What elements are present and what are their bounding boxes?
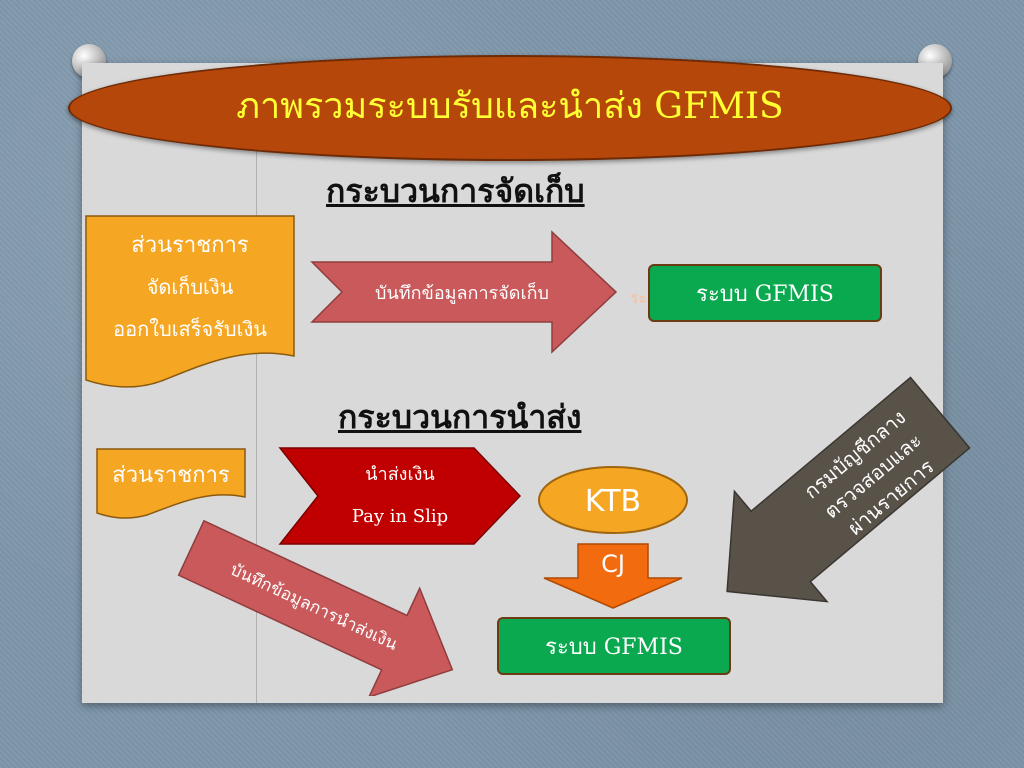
- remit-chevron: นำส่งเงิน Pay in Slip: [278, 447, 522, 545]
- page-title: ภาพรวมระบบรับและนำส่ง GFMIS: [236, 85, 784, 127]
- collection-gfmis-box: ระบบ GFMIS: [648, 264, 882, 322]
- collection-arrow-label: บันทึกข้อมูลการจัดเก็บ: [375, 281, 549, 304]
- divider-line: [256, 150, 257, 703]
- ktb-oval: KTB: [538, 466, 688, 534]
- remittance-gfmis-box: ระบบ GFMIS: [497, 617, 731, 675]
- remit-line-1: นำส่งเงิน: [365, 464, 434, 485]
- collection-heading: กระบวนการจัดเก็บ: [326, 172, 585, 210]
- collection-agency-box: ส่วนราชการ จัดเก็บเงิน ออกใบเสร็จรับเงิน: [85, 215, 295, 388]
- collection-hidden-text: ระ: [630, 288, 648, 307]
- remittance-agency-label: ส่วนราชการ: [112, 463, 230, 488]
- collection-agency-line-2: จัดเก็บเงิน: [147, 274, 234, 299]
- remittance-agency-box: ส่วนราชการ: [96, 448, 246, 519]
- collection-agency-line-3: ออกใบเสร็จรับเงิน: [113, 316, 267, 341]
- remittance-gfmis-label: ระบบ GFMIS: [545, 634, 683, 660]
- cj-arrow: CJ: [543, 543, 683, 609]
- remit-line-2: Pay in Slip: [352, 506, 448, 527]
- remittance-record-arrow: บันทึกข้อมูลการนำส่งเงิน: [177, 520, 454, 696]
- collection-record-arrow: บันทึกข้อมูลการจัดเก็บ: [310, 230, 618, 354]
- remittance-heading: กระบวนการนำส่ง: [338, 398, 582, 436]
- collection-agency-line-1: ส่วนราชการ: [131, 233, 249, 258]
- ktb-label: KTB: [585, 484, 641, 519]
- cj-label: CJ: [601, 550, 625, 578]
- comptroller-arrow: กรมบัญชีกลาง ตรวจสอบและ ผ่านรายการ: [726, 376, 971, 603]
- collection-gfmis-label: ระบบ GFMIS: [696, 281, 834, 307]
- title-oval: ภาพรวมระบบรับและนำส่ง GFMIS: [68, 55, 952, 161]
